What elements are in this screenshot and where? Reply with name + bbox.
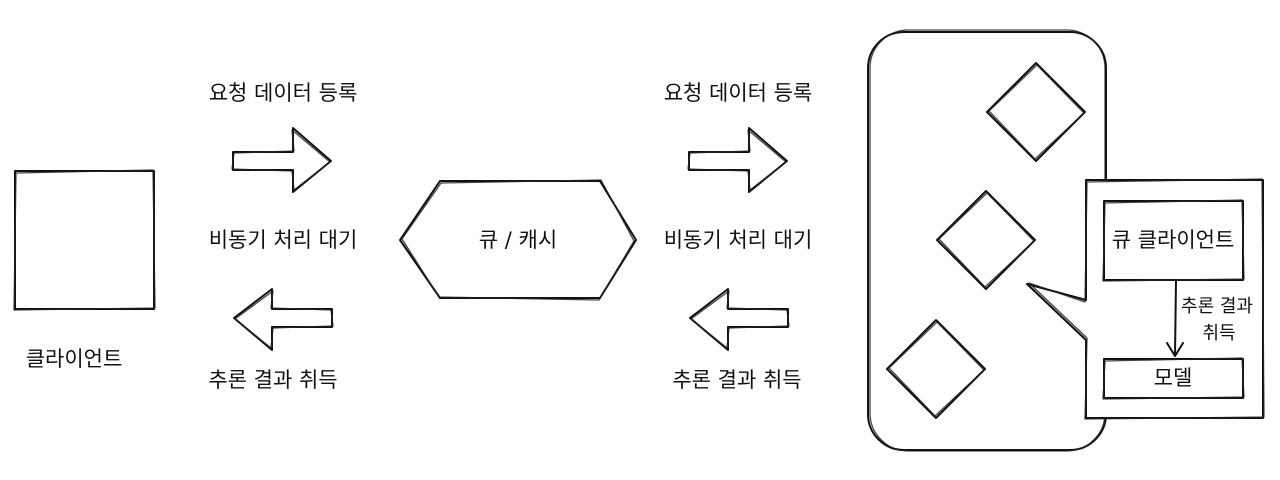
register-label-right: 요청 데이터 등록 bbox=[663, 81, 813, 105]
arrow-fetch-right bbox=[689, 288, 790, 351]
model-box bbox=[1102, 357, 1245, 400]
arrow-fetch-left bbox=[233, 288, 334, 351]
diamond-top bbox=[986, 62, 1086, 162]
arrow-down-internal bbox=[1166, 279, 1184, 357]
client-label: 클라이언트 bbox=[25, 347, 123, 371]
model-label: 모델 bbox=[1153, 366, 1193, 390]
register-label-left: 요청 데이터 등록 bbox=[208, 81, 358, 105]
client-box bbox=[13, 169, 156, 311]
wait-label-right: 비동기 처리 대기 bbox=[663, 228, 813, 252]
internal-fetch-label-1: 추론 결과 bbox=[1181, 296, 1253, 317]
fetch-label-right: 추론 결과 취득 bbox=[672, 368, 802, 392]
queue-client-box bbox=[1102, 199, 1245, 282]
queue-hexagon bbox=[399, 179, 637, 301]
fetch-label-left: 추론 결과 취득 bbox=[208, 368, 338, 392]
queue-client-label: 큐 클라이언트 bbox=[1111, 228, 1235, 252]
arrow-register-left bbox=[231, 127, 332, 193]
wait-label-left: 비동기 처리 대기 bbox=[208, 228, 358, 252]
diamond-bottom bbox=[886, 319, 986, 419]
server-container bbox=[867, 29, 1107, 452]
queue-label: 큐 / 캐시 bbox=[478, 228, 558, 252]
diamond-middle bbox=[936, 190, 1036, 290]
arrow-register-right bbox=[687, 127, 788, 193]
internal-fetch-label-2: 취득 bbox=[1202, 323, 1236, 344]
